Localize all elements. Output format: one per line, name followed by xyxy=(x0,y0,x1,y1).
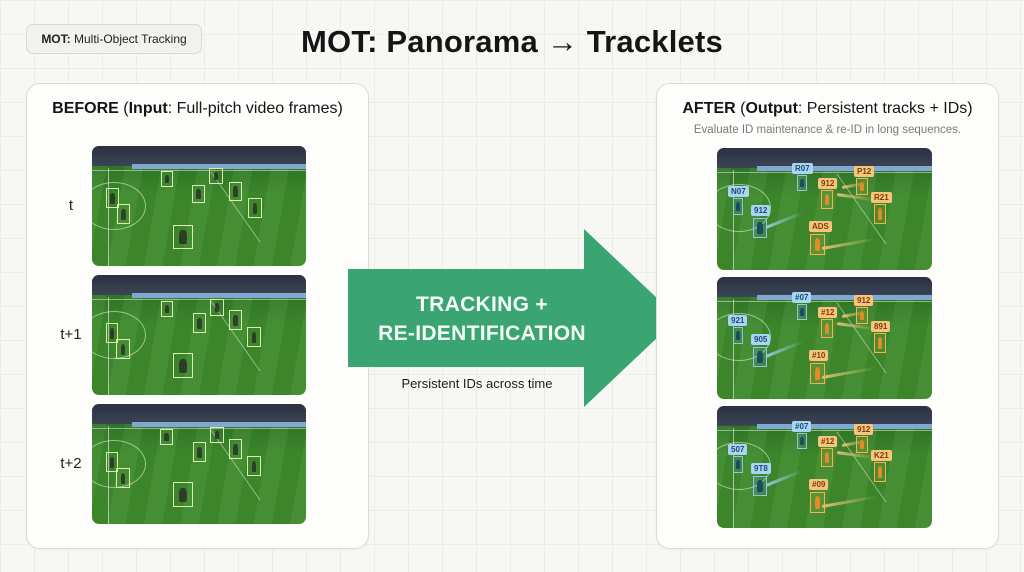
track-box xyxy=(797,304,807,320)
arrow-line1: TRACKING + xyxy=(416,293,548,316)
input-label: Input xyxy=(128,100,168,117)
output-frame-2: 921 905 #07 #12 912 891 #10 xyxy=(717,277,932,399)
track-box xyxy=(810,492,825,513)
track-box xyxy=(810,234,825,255)
track-box xyxy=(821,190,833,209)
after-desc: : Persistent tracks + IDs) xyxy=(797,100,973,117)
time-label-t: t xyxy=(68,197,74,214)
arrow-label: TRACKING + RE-IDENTIFICATION xyxy=(348,290,616,348)
detection-box xyxy=(209,168,223,184)
before-desc: : Full-pitch video frames) xyxy=(167,100,343,117)
topic-tag-bold: MOT: xyxy=(41,32,71,46)
input-frame-t2 xyxy=(92,404,306,524)
track-id-tag: 921 xyxy=(728,315,748,326)
after-label: AFTER xyxy=(682,100,736,117)
track-id-tag: K21 xyxy=(871,450,892,461)
track-box xyxy=(856,178,868,195)
detection-box xyxy=(229,182,242,201)
detection-box xyxy=(210,299,224,316)
detection-box xyxy=(229,439,242,459)
arrow-caption: Persistent IDs across time xyxy=(401,376,553,391)
track-box xyxy=(874,204,886,224)
output-frame-3: 507 9T8 #07 #12 912 K21 #09 xyxy=(717,406,932,528)
track-box xyxy=(733,327,743,344)
before-label: BEFORE xyxy=(52,100,119,117)
after-heading: AFTER (Output: Persistent tracks + IDs) xyxy=(657,100,998,118)
arrow-line2: RE-IDENTIFICATION xyxy=(378,322,586,345)
track-box xyxy=(810,363,825,384)
track-id-tag: N07 xyxy=(728,186,749,197)
detection-box xyxy=(161,301,173,317)
track-id-tag: #12 xyxy=(818,436,838,447)
topic-tag-text: Multi-Object Tracking xyxy=(73,32,187,46)
page-title: MOT: Panorama → Tracklets xyxy=(301,24,723,59)
track-id-tag: #07 xyxy=(792,292,812,303)
track-box xyxy=(753,218,767,238)
detection-box xyxy=(193,313,206,333)
detection-box xyxy=(173,482,193,507)
track-box xyxy=(856,307,868,324)
detection-box xyxy=(161,171,173,187)
detection-box xyxy=(247,456,261,476)
detection-box xyxy=(116,468,130,488)
time-label-t1: t+1 xyxy=(60,326,82,343)
track-box xyxy=(753,476,767,496)
output-frame-1: N07 912 R07 912 P12 R21 ADS xyxy=(717,148,932,270)
track-id-tag: P12 xyxy=(854,166,875,177)
output-label: Output xyxy=(745,100,798,117)
track-id-tag: 905 xyxy=(751,334,771,345)
topic-tag: MOT: Multi-Object Tracking xyxy=(26,24,202,54)
detection-box xyxy=(210,427,224,443)
detection-box xyxy=(193,442,206,462)
detection-box xyxy=(117,204,130,224)
track-id-tag: 891 xyxy=(871,321,891,332)
track-box xyxy=(733,456,743,473)
input-frame-t xyxy=(92,146,306,266)
track-id-tag: R21 xyxy=(871,192,892,203)
detection-box xyxy=(248,198,262,218)
detection-box xyxy=(160,429,173,445)
before-heading: BEFORE (Input: Full-pitch video frames) xyxy=(27,100,368,118)
track-id-tag: 912 xyxy=(818,178,838,189)
track-box xyxy=(733,198,743,215)
detection-box xyxy=(247,327,261,347)
detection-box xyxy=(106,188,119,208)
track-id-tag: #07 xyxy=(792,421,812,432)
paren: ( xyxy=(118,100,129,117)
track-box xyxy=(856,436,868,453)
track-id-tag: 9T8 xyxy=(751,463,771,474)
track-id-tag: #12 xyxy=(818,307,838,318)
input-frame-t1 xyxy=(92,275,306,395)
track-id-tag: #10 xyxy=(809,350,829,361)
track-box xyxy=(874,462,886,482)
track-box xyxy=(821,319,833,338)
track-box xyxy=(753,347,767,367)
tracking-arrow-icon xyxy=(348,229,678,407)
after-subtitle: Evaluate ID maintenance & re-ID in long … xyxy=(693,124,962,136)
track-box xyxy=(874,333,886,353)
detection-box xyxy=(173,353,193,378)
detection-box xyxy=(192,185,205,203)
track-id-tag: 507 xyxy=(728,444,748,455)
track-id-tag: #09 xyxy=(809,479,829,490)
track-box xyxy=(821,448,833,467)
detection-box xyxy=(116,339,130,359)
track-id-tag: 912 xyxy=(751,205,771,216)
track-id-tag: R07 xyxy=(792,163,813,174)
detection-box xyxy=(106,452,118,472)
track-id-tag: 912 xyxy=(854,295,874,306)
detection-box xyxy=(173,225,193,249)
paren: ( xyxy=(735,100,746,117)
track-id-tag: 912 xyxy=(854,424,874,435)
track-box xyxy=(797,175,807,191)
time-label-t2: t+2 xyxy=(60,455,82,472)
track-box xyxy=(797,433,807,449)
detection-box xyxy=(106,323,118,343)
track-id-tag: ADS xyxy=(809,221,832,232)
detection-box xyxy=(229,310,242,330)
